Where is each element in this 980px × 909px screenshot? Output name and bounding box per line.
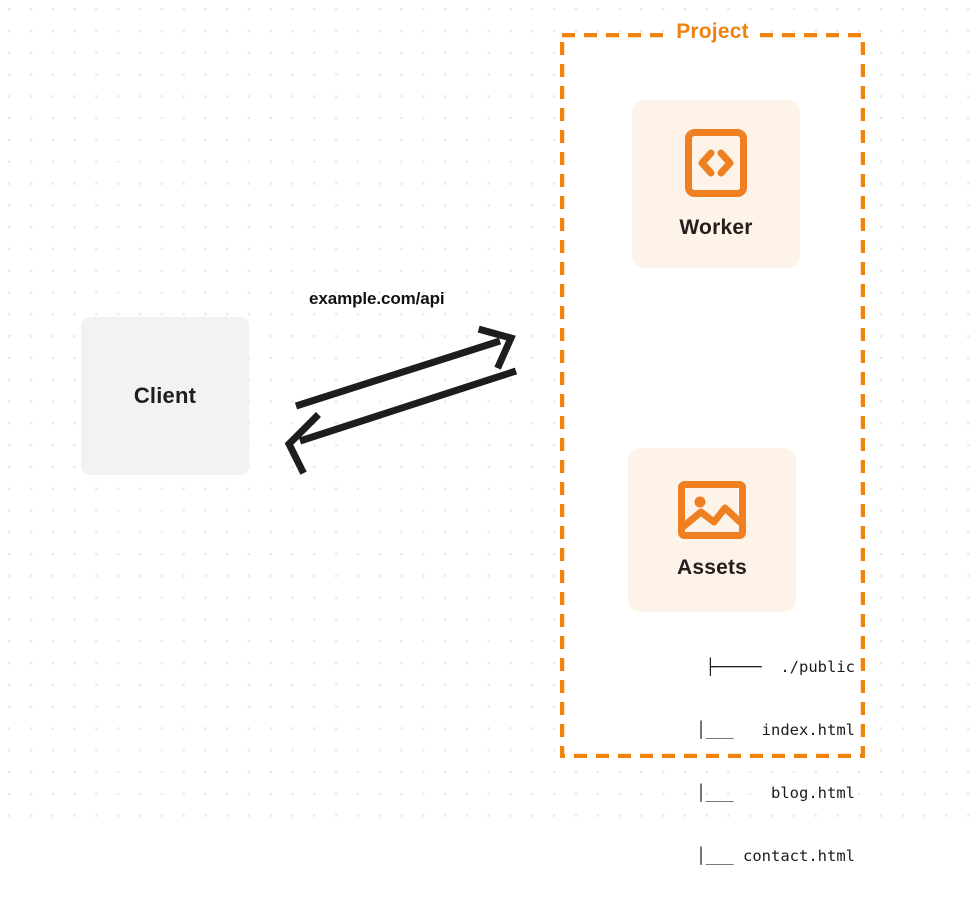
project-title-label: Project xyxy=(670,20,755,44)
file-tree-line: │___ contact.html xyxy=(640,847,855,865)
file-tree-line: ├───── ./public xyxy=(705,658,855,676)
assets-card[interactable]: Assets xyxy=(628,448,796,612)
response-arrow xyxy=(284,367,518,475)
client-label: Client xyxy=(133,383,197,408)
worker-card-label: Worker xyxy=(679,215,753,239)
file-tree-line: │___ blog.html xyxy=(640,784,855,802)
image-photo-icon xyxy=(678,480,746,544)
asset-file-tree: ├───── ./public │___ index.html │___ blo… xyxy=(610,615,855,909)
assets-card-label: Assets xyxy=(676,555,748,579)
client-node[interactable]: Client xyxy=(81,317,249,475)
file-tree-line: │___ index.html xyxy=(640,721,855,739)
request-arrow xyxy=(294,325,516,410)
code-brackets-icon xyxy=(685,128,747,202)
worker-card[interactable]: Worker xyxy=(632,100,800,268)
project-container: Project Worker Assets xyxy=(560,20,865,865)
connection-label: example.com/api xyxy=(309,289,445,308)
diagram-canvas: Client example.com/api Project xyxy=(0,0,980,865)
